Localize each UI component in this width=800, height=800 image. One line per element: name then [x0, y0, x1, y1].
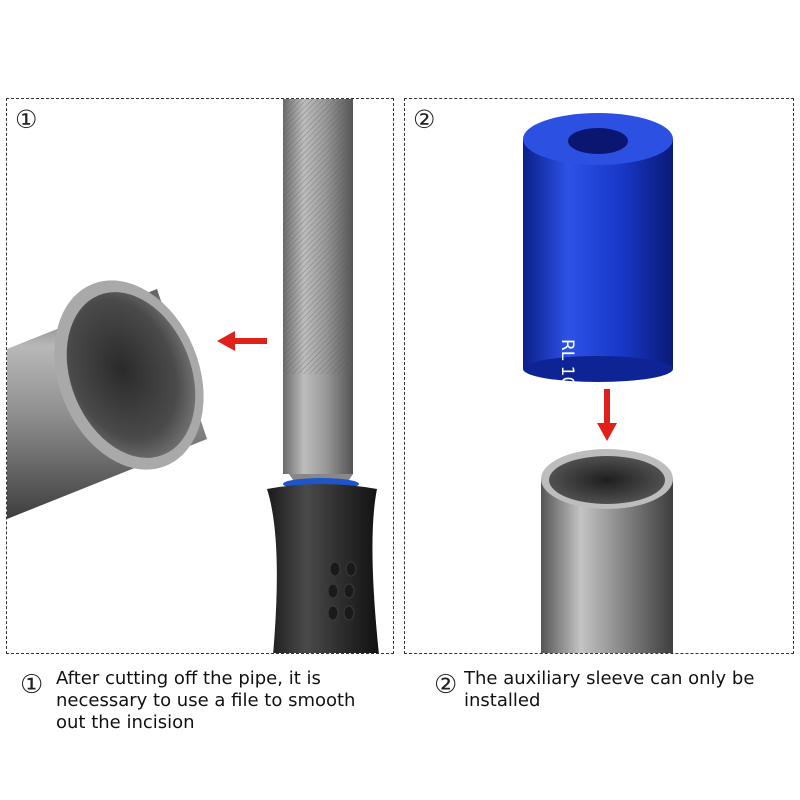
- step-1-panel: ①: [6, 98, 394, 654]
- step-1-caption-number: ①: [20, 670, 44, 700]
- step-2-number: ②: [413, 105, 436, 134]
- step-1-number: ①: [15, 105, 38, 134]
- arrow-left-icon: [217, 331, 267, 351]
- step-2-photo: [523, 113, 673, 653]
- file-handle: [267, 484, 379, 653]
- pipe-opening: [66, 292, 196, 458]
- step-1-photo: [7, 99, 379, 653]
- sleeve-hole: [568, 128, 628, 154]
- arrow-down-icon: [597, 389, 617, 441]
- pipe-opening-2: [549, 456, 665, 504]
- sleeve-body: [523, 139, 673, 369]
- step-2-panel: ② RL: [404, 98, 794, 654]
- step-2-caption-number: ②: [434, 670, 458, 700]
- step-2-caption-text: The auxiliary sleeve can only be install…: [464, 668, 755, 711]
- sleeve-label: RL 106: [557, 339, 577, 399]
- step-1-caption-text: After cutting off the pipe, it is necess…: [56, 668, 356, 733]
